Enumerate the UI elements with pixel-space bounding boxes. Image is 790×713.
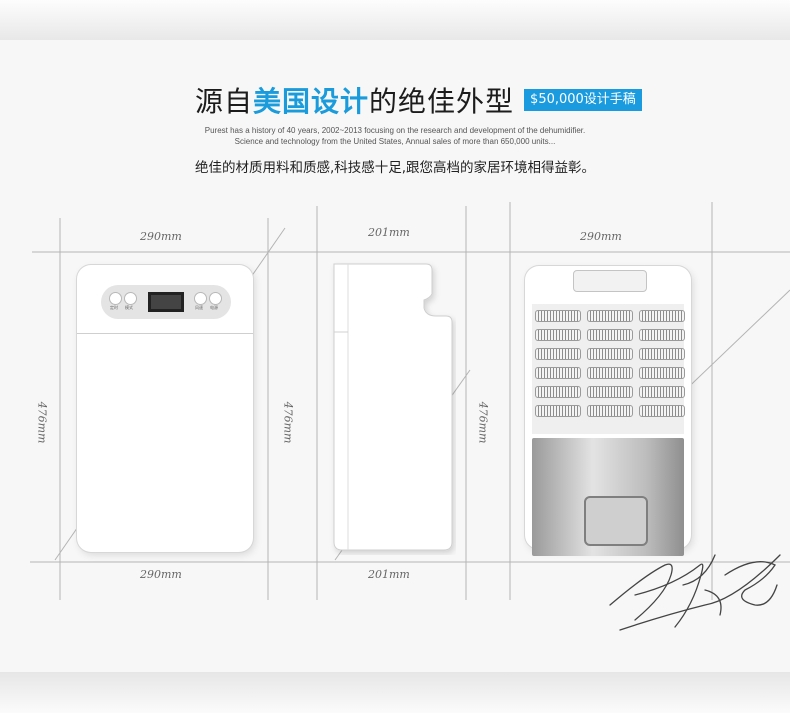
fan-speed-button-icon [194, 292, 207, 305]
product-dimensions-panel: 源自 美国设计 的绝佳外型 $50,000设计手稿 Purest has a h… [0, 40, 790, 672]
english-subtitle-line-2: Science and technology from the United S… [234, 137, 556, 146]
back-width-top-label: 290mm [580, 230, 622, 243]
signature-scribble [609, 554, 781, 631]
side-height-label: 476mm [281, 401, 295, 444]
english-subtitle-line-1: Purest has a history of 40 years, 2002~2… [204, 126, 586, 135]
back-height-label: 476mm [476, 401, 490, 444]
mode-button-label: 模式 [125, 305, 133, 310]
control-panel: 定时 模式 风速 电源 [101, 285, 231, 319]
carry-handle [573, 270, 647, 292]
top-shadow-band [0, 0, 790, 40]
headline: 源自 美国设计 的绝佳外型 $50,000设计手稿 [195, 82, 642, 118]
front-height-label: 476mm [35, 401, 49, 444]
chinese-description: 绝佳的材质用料和质感,科技感十足,跟您高档的家居环境相得益彰。 [194, 160, 596, 176]
timer-button-icon [109, 292, 122, 305]
power-button-label: 电源 [210, 305, 218, 310]
front-panel-seam [77, 333, 253, 334]
water-tank [532, 438, 684, 556]
side-depth-top-label: 201mm [368, 226, 410, 239]
tank-handle [584, 496, 648, 546]
mode-button-icon [124, 292, 137, 305]
rear-grille [532, 304, 685, 434]
dehumidifier-side-icon [333, 263, 453, 551]
side-depth-bottom-label: 201mm [368, 568, 410, 581]
headline-part-1: 源自 [195, 85, 254, 118]
power-button-icon [209, 292, 222, 305]
fan-speed-button-label: 风速 [195, 305, 203, 310]
lcd-display [148, 292, 184, 312]
headline-accent: 美国设计 [253, 85, 370, 118]
front-width-bottom-label: 290mm [140, 568, 182, 581]
timer-button-label: 定时 [110, 305, 118, 310]
front-width-top-label: 290mm [140, 230, 182, 243]
headline-part-3: 的绝佳外型 [369, 85, 515, 118]
bottom-shadow-band [0, 672, 790, 713]
dehumidifier-back-icon [525, 266, 691, 556]
dehumidifier-front-icon: 定时 模式 风速 电源 [77, 265, 253, 552]
design-cost-badge: $50,000设计手稿 [524, 89, 642, 111]
